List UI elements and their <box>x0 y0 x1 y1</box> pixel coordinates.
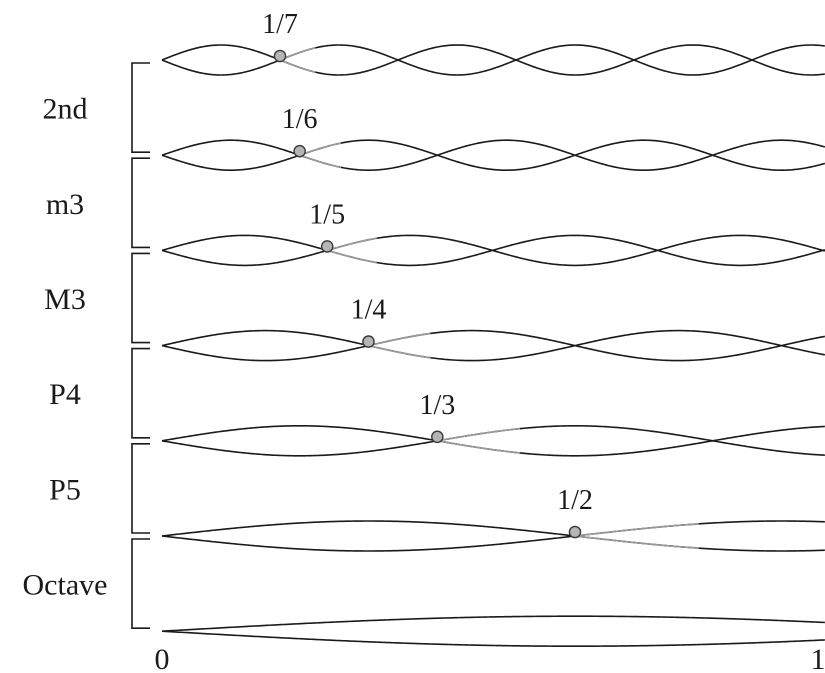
ratio-label-3: 1/3 <box>419 390 455 421</box>
interval-label-2nd: 2nd <box>43 93 88 126</box>
interval-label-m3: M3 <box>44 283 86 316</box>
node-marker-7 <box>273 49 287 63</box>
interval-label-octave: Octave <box>23 569 108 602</box>
wave-6-upper <box>161 139 825 172</box>
bracket-m3 <box>131 157 150 249</box>
bracket-2nd <box>131 62 150 153</box>
brackets-layer <box>131 62 150 629</box>
bracket-m3 <box>131 252 150 344</box>
interval-label-p4: P4 <box>49 378 81 411</box>
ratio-label-7: 1/7 <box>262 9 298 40</box>
standing-wave-4 <box>161 329 825 362</box>
wave-3-lower <box>161 425 825 457</box>
standing-wave-6 <box>161 139 825 172</box>
ratio-label-2: 1/2 <box>557 485 593 516</box>
wave-3-upper <box>161 425 825 457</box>
wave-2-lower <box>161 520 825 552</box>
wave-2-highlight <box>574 535 699 549</box>
standing-wave-3 <box>161 425 825 457</box>
wave-1-upper <box>161 615 825 632</box>
wave-2-highlight <box>574 523 699 537</box>
interval-label-m3: m3 <box>46 188 84 221</box>
standing-wave-5 <box>161 234 825 267</box>
wave-5-highlight <box>326 249 377 264</box>
wave-4-highlight <box>368 344 431 359</box>
wave-7-lower <box>161 44 825 76</box>
wave-3-highlight <box>437 427 521 442</box>
standing-wave-2 <box>161 520 825 552</box>
wave-6-highlight <box>299 154 342 169</box>
wave-3-highlight <box>437 440 521 454</box>
ratio-label-5: 1/5 <box>309 199 345 230</box>
wave-7-upper <box>161 44 825 76</box>
node-marker-5 <box>320 240 334 253</box>
node-marker-2 <box>568 525 582 539</box>
ratio-label-4: 1/4 <box>351 295 387 326</box>
bracket-octave <box>131 538 150 629</box>
wave-1-lower <box>161 630 825 647</box>
node-marker-3 <box>431 430 444 444</box>
bracket-p4 <box>131 347 150 439</box>
bracket-p5 <box>131 443 150 534</box>
wave-4-highlight <box>368 332 431 347</box>
wave-2-upper <box>161 520 825 552</box>
wave-4-lower <box>161 329 825 362</box>
standing-wave-1 <box>161 615 825 647</box>
axis-start-label: 0 <box>155 643 170 673</box>
ratio-label-6: 1/6 <box>282 104 318 135</box>
axis-end-label: 1 <box>811 643 825 673</box>
waves-layer <box>161 44 825 647</box>
wave-5-highlight <box>326 237 377 252</box>
standing-wave-7 <box>161 44 825 76</box>
wave-5-lower <box>161 234 825 267</box>
wave-6-lower <box>161 139 825 172</box>
node-marker-6 <box>293 144 306 158</box>
node-marker-4 <box>362 335 375 348</box>
wave-7-highlight <box>279 59 316 73</box>
interval-label-p5: P5 <box>49 473 81 506</box>
wave-6-highlight <box>299 142 342 156</box>
wave-4-upper <box>161 329 825 362</box>
